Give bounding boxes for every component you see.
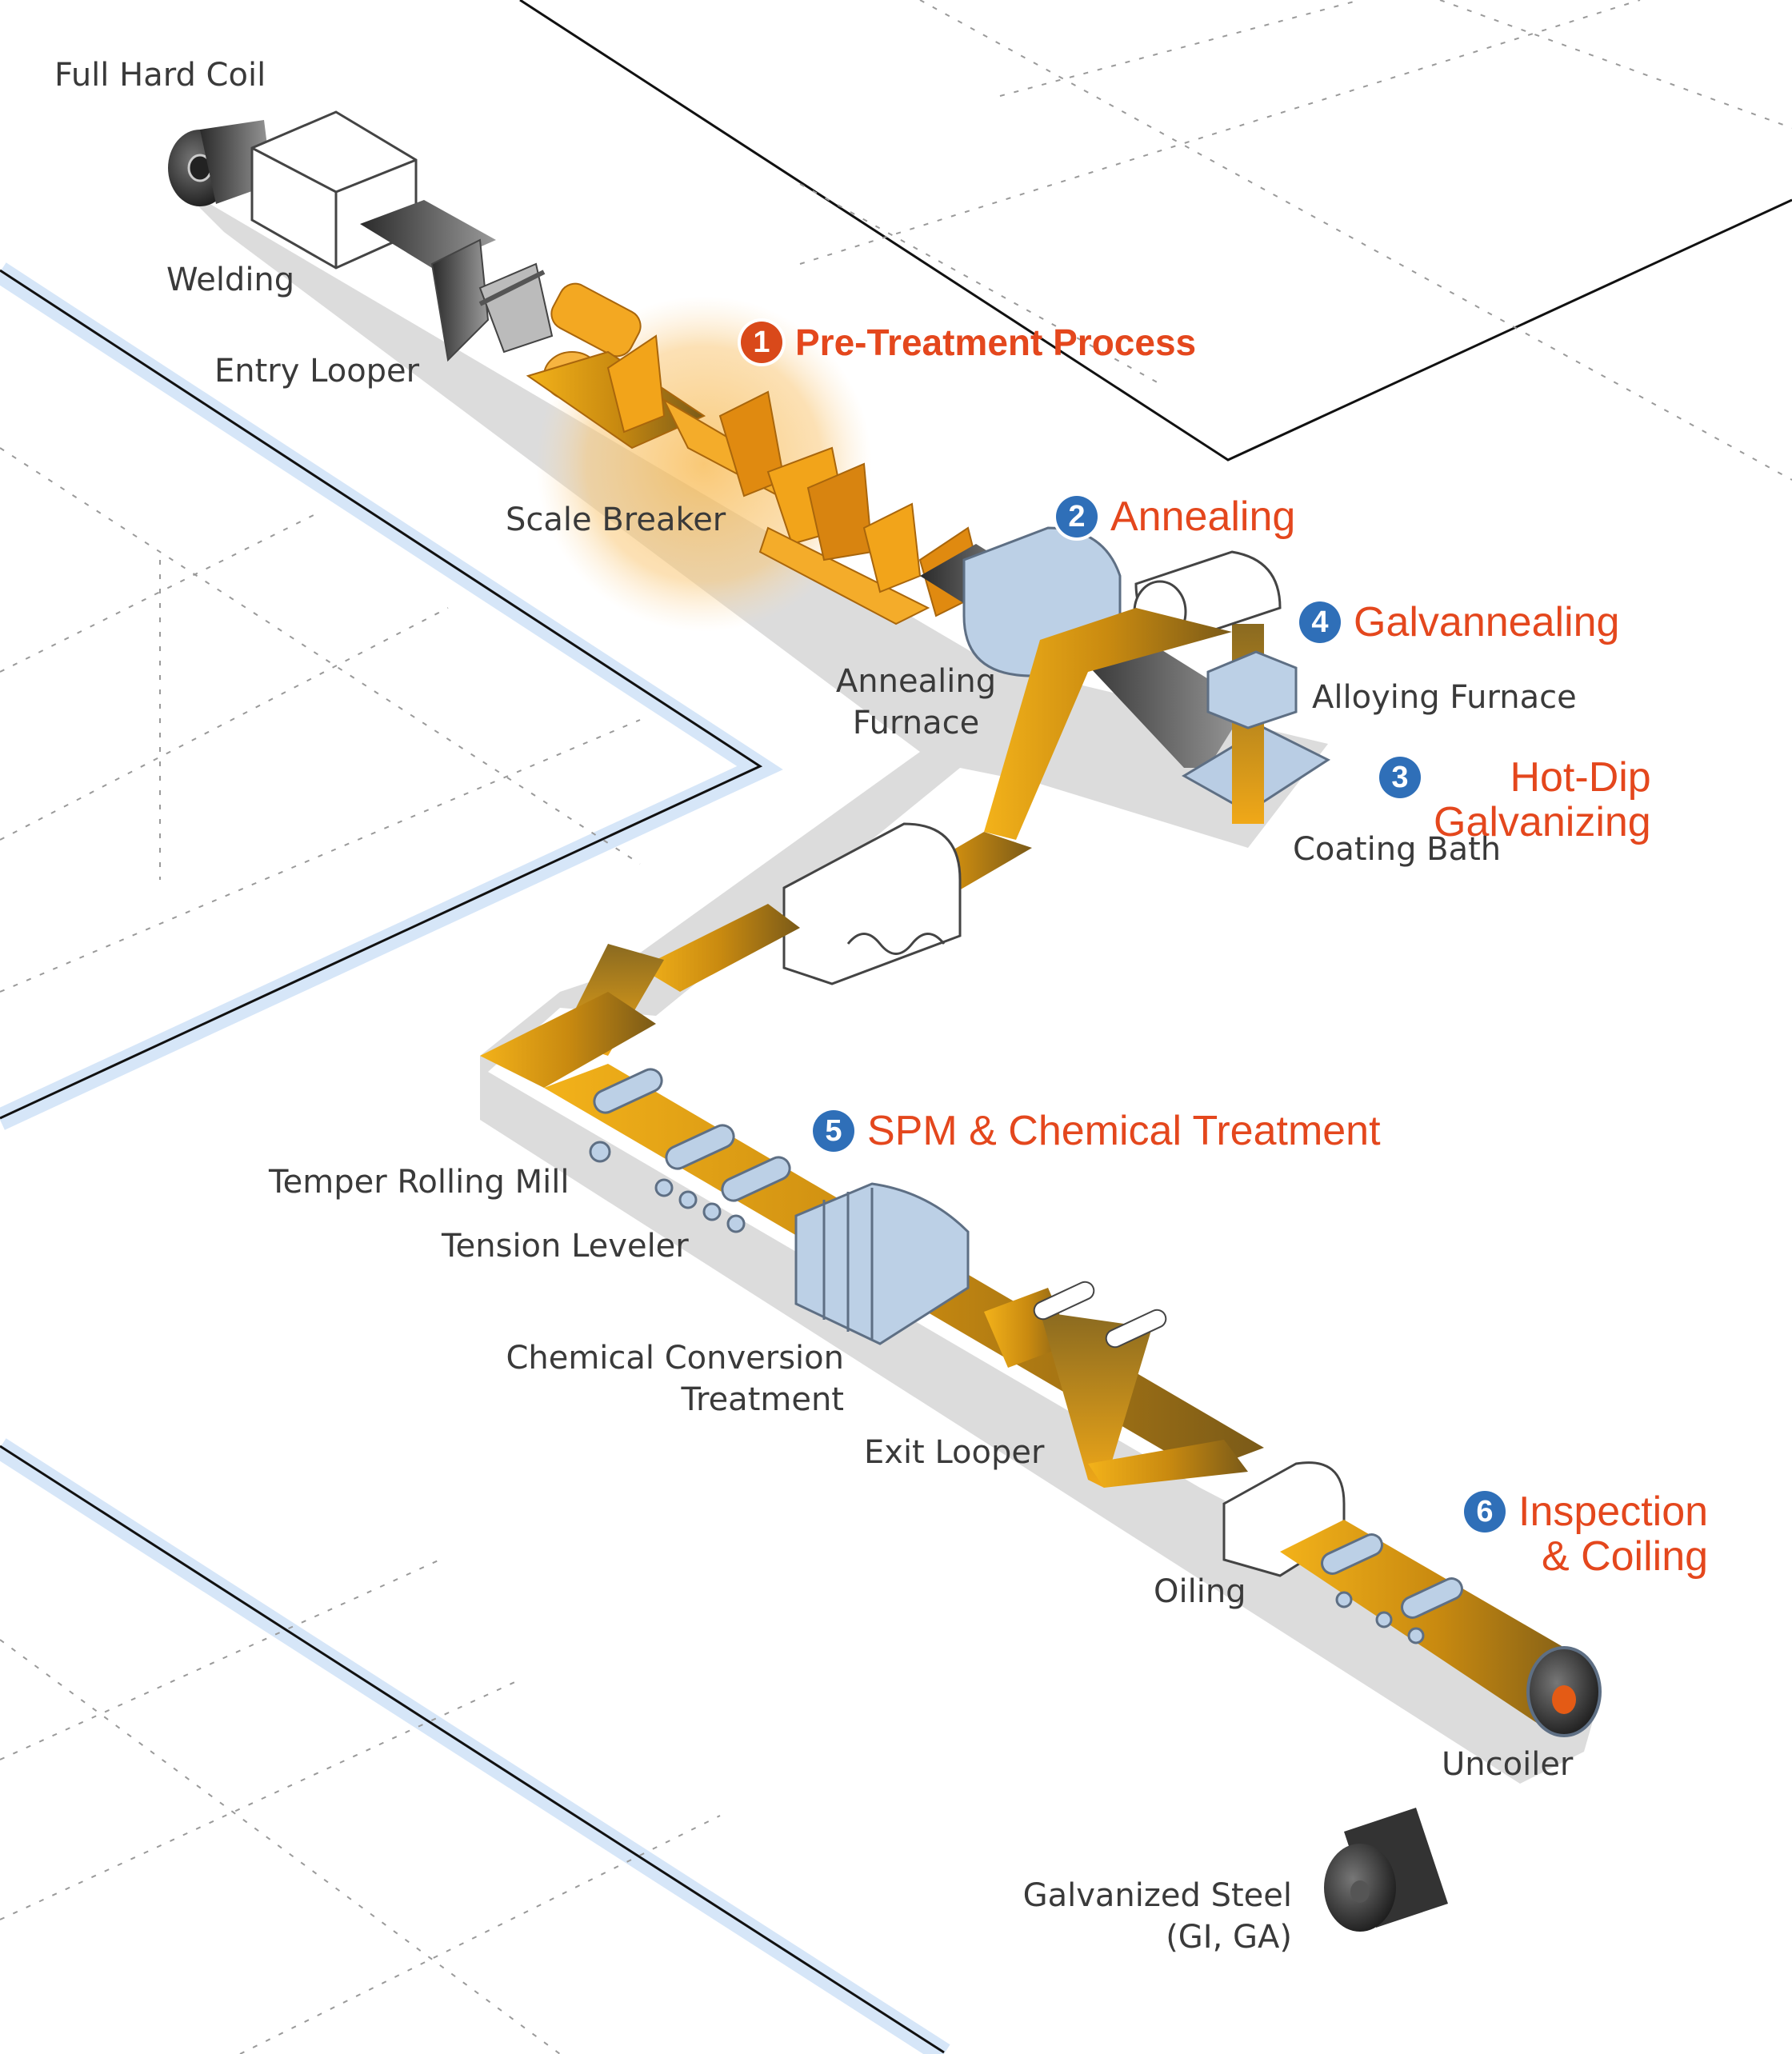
step-6: 6 Inspection & Coiling [1464, 1489, 1708, 1579]
line-shadow [176, 184, 1600, 1784]
label-galvanized-steel: Galvanized Steel (GI, GA) [1022, 1877, 1292, 1956]
entry-looper-icon [430, 238, 554, 362]
strip-final [1280, 1520, 1592, 1728]
step-1-badge: 1 [741, 322, 782, 363]
step-6-badge: 6 [1464, 1491, 1506, 1533]
step-4-title: Galvannealing [1354, 599, 1620, 645]
label-oiling: Oiling [1154, 1573, 1246, 1610]
label-exit-looper: Exit Looper [864, 1434, 1045, 1471]
inspection-rolls-icon [1321, 1533, 1463, 1644]
step-2: 2 Annealing [1056, 494, 1295, 539]
label-coating-bath: Coating Bath [1293, 831, 1502, 868]
label-tension-leveler: Tension Leveler [442, 1228, 689, 1265]
step-1-title: Pre-Treatment Process [795, 322, 1197, 363]
step-4-badge: 4 [1299, 601, 1341, 643]
step-3-badge: 3 [1379, 757, 1421, 798]
uncoiler-coil-icon [1526, 1646, 1602, 1737]
step-5: 5 SPM & Chemical Treatment [813, 1109, 1381, 1153]
step-3: 3 Hot-Dip Galvanizing [1379, 755, 1651, 845]
label-annealing-furnace: Annealing Furnace [835, 663, 997, 741]
temper-mill-icon [589, 1068, 791, 1233]
step-2-title: Annealing [1110, 494, 1296, 540]
step-5-badge: 5 [813, 1110, 854, 1152]
step-4: 4 Galvannealing [1299, 600, 1619, 645]
label-uncoiler: Uncoiler [1442, 1746, 1574, 1783]
chemical-treatment-icon [794, 1182, 970, 1345]
strip-down [640, 904, 800, 992]
cooling-unit-icon [782, 822, 962, 985]
step-2-badge: 2 [1056, 496, 1098, 537]
strip-vertical [984, 608, 1232, 840]
galvanized-coil-icon [1324, 1808, 1448, 1932]
exit-looper-icon [984, 1281, 1248, 1488]
label-alloying-furnace: Alloying Furnace [1312, 679, 1577, 716]
label-full-hard-coil: Full Hard Coil [54, 57, 266, 94]
strip-corner [480, 992, 656, 1088]
label-entry-looper: Entry Looper [214, 353, 420, 390]
step-6-title: Inspection & Coiling [1518, 1489, 1709, 1580]
label-welding: Welding [166, 262, 295, 298]
label-chemical-conversion: Chemical Conversion Treatment [506, 1340, 844, 1418]
label-scale-breaker: Scale Breaker [506, 502, 726, 538]
step-3-title: Hot-Dip Galvanizing [1434, 754, 1651, 845]
step-5-title: SPM & Chemical Treatment [867, 1108, 1381, 1154]
step-1: 1 Pre-Treatment Process [741, 320, 1196, 365]
alloying-furnace-icon [1206, 650, 1298, 729]
label-temper-rolling-mill: Temper Rolling Mill [269, 1164, 570, 1201]
